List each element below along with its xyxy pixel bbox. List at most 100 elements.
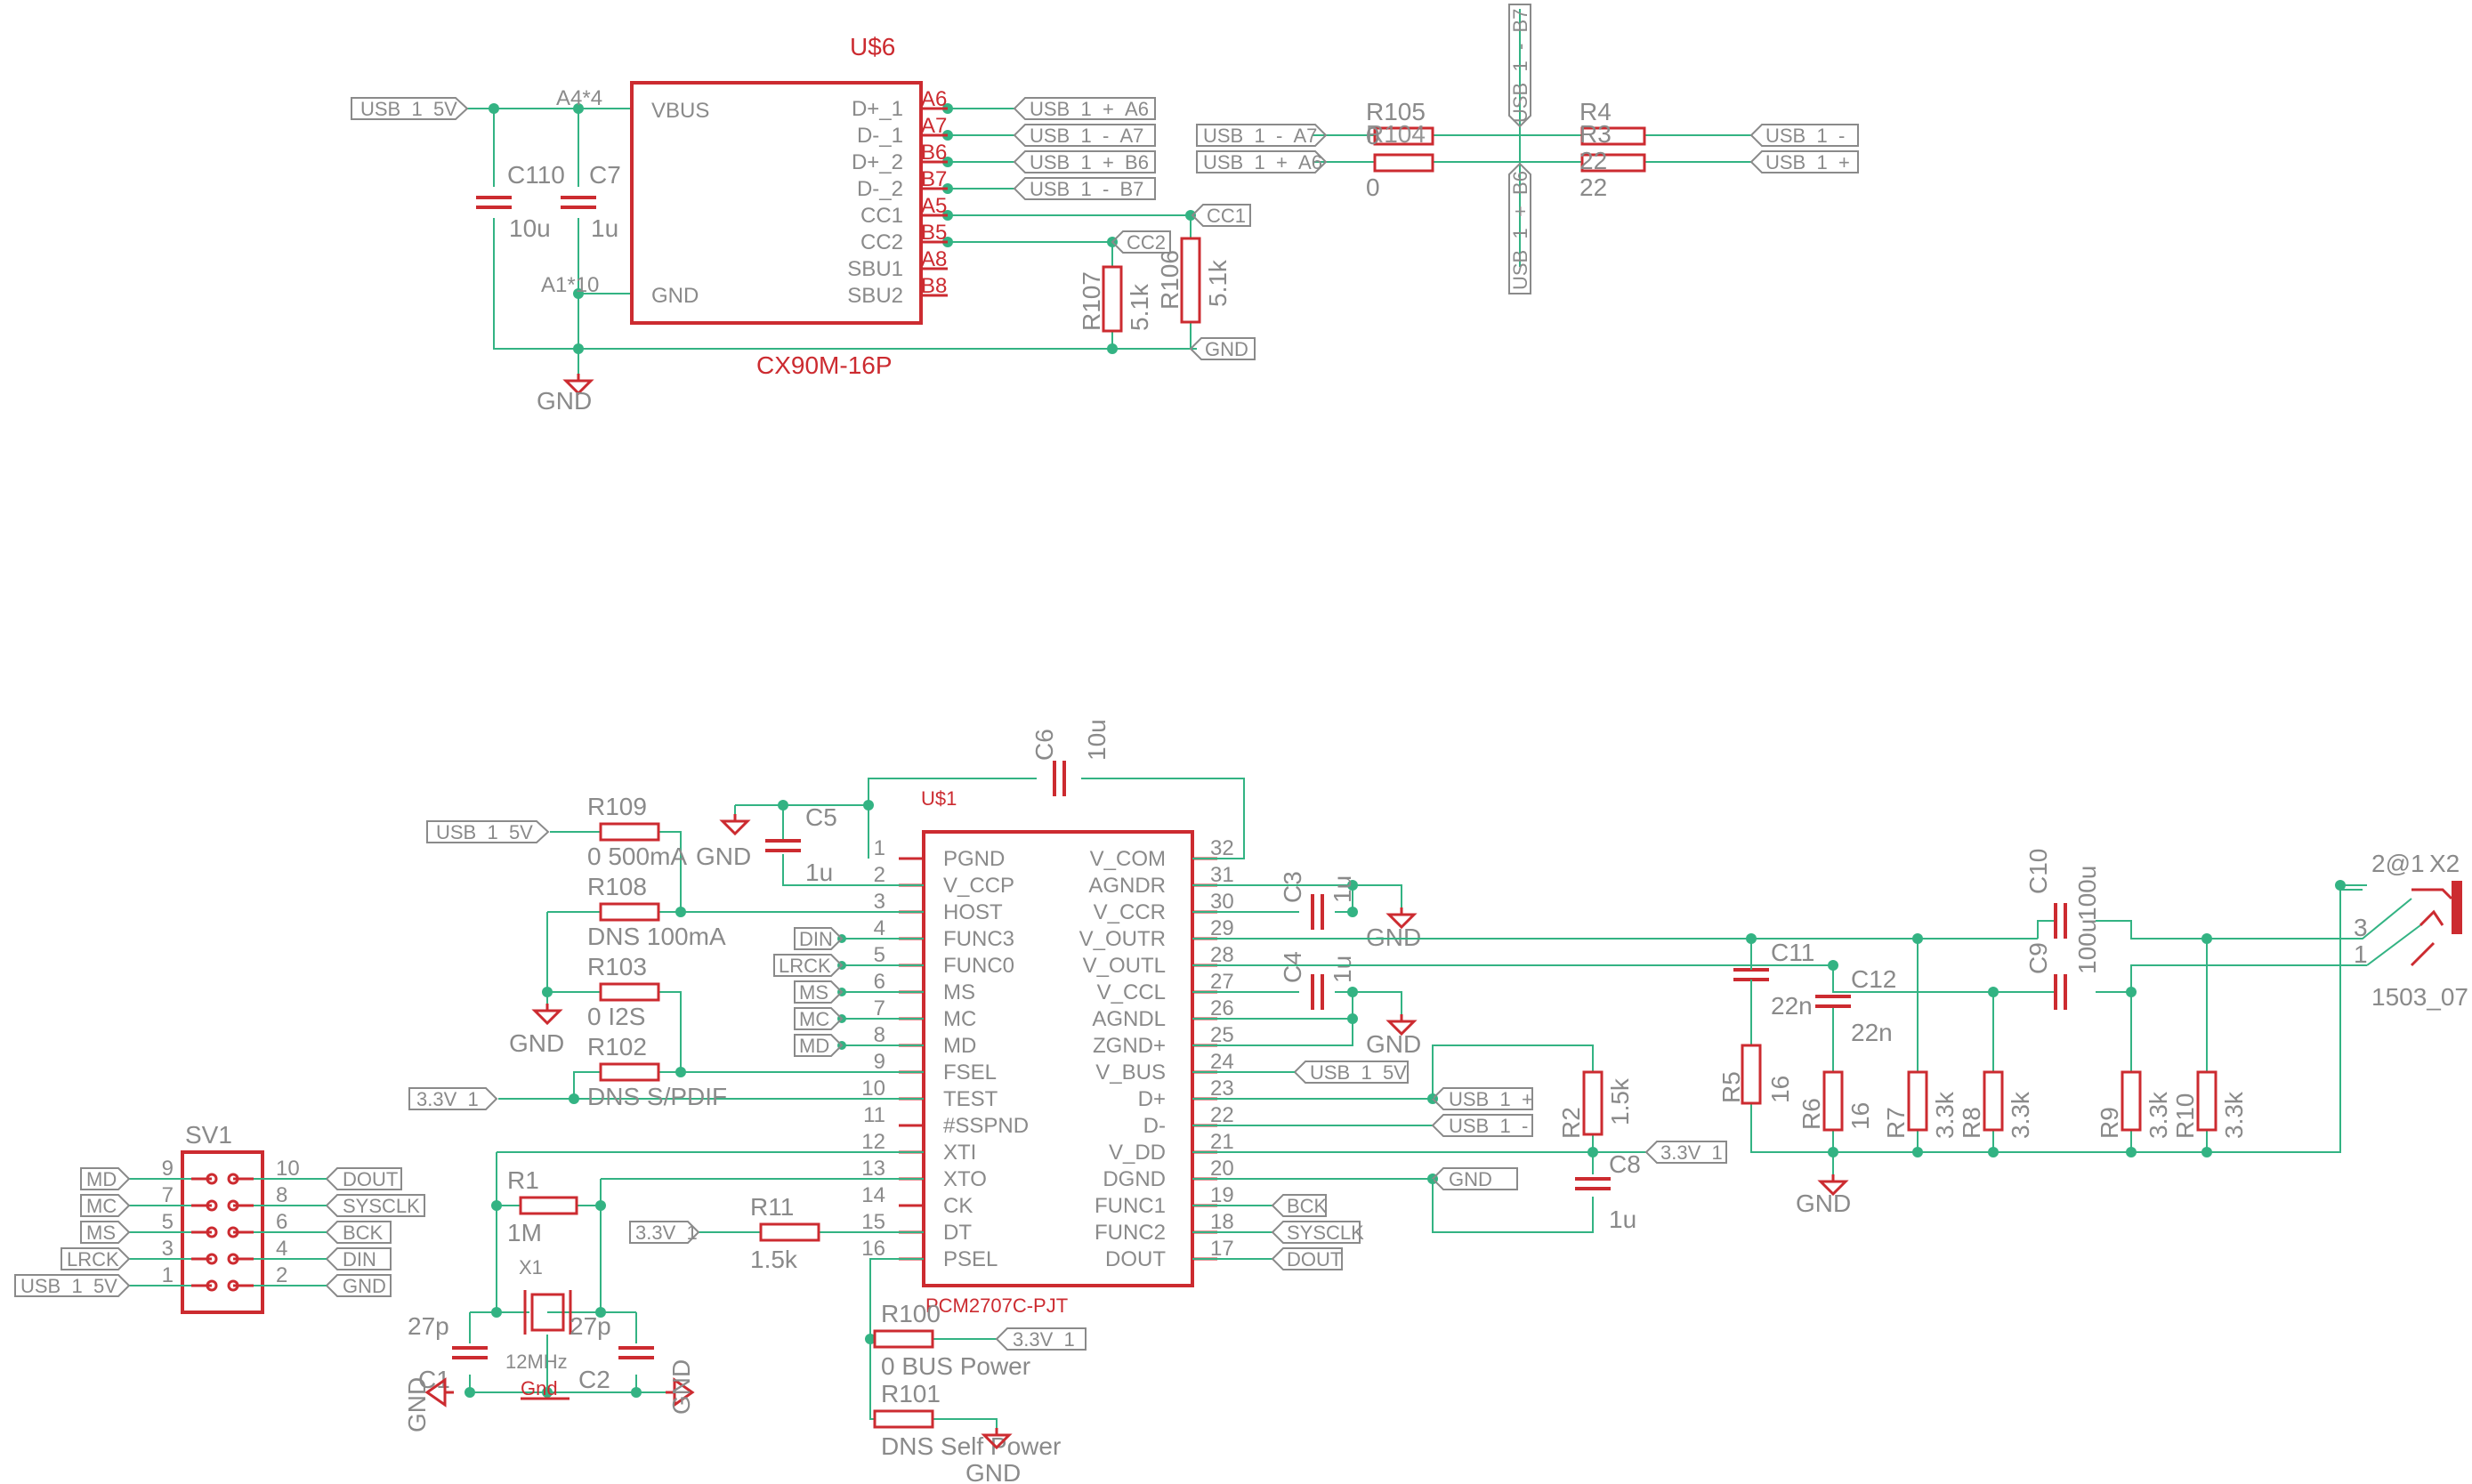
u6-pin-num: B8 xyxy=(921,274,947,298)
u1-pin-label: V_BUS xyxy=(1095,1061,1166,1085)
r101-value: DNS Self Power xyxy=(881,1432,1061,1460)
net-flag-bck: BCK xyxy=(1287,1195,1328,1217)
sv1-pin-num: 2 xyxy=(276,1263,287,1287)
gnd-label-top: GND xyxy=(537,387,592,415)
r109-name: R109 xyxy=(587,793,647,820)
u1-pin-label: MS xyxy=(943,980,975,1004)
r106-name: R106 xyxy=(1156,250,1183,310)
c4-name: C4 xyxy=(1279,951,1306,983)
u1-pin-num: 17 xyxy=(1210,1237,1234,1261)
u1-pin-num: 30 xyxy=(1210,890,1234,914)
u1-pin-label: FUNC0 xyxy=(943,954,1014,978)
u1-pin-num: 14 xyxy=(861,1183,885,1207)
c12-name: C12 xyxy=(1851,965,1896,993)
u6-part: CX90M-16P xyxy=(756,351,893,379)
net-flag-usbplus: USB_1_+ xyxy=(1449,1088,1533,1110)
sv1-pin-num: 4 xyxy=(276,1237,287,1261)
u1-pin-num: 26 xyxy=(1210,996,1234,1020)
u6-gnd-label: GND xyxy=(651,284,699,308)
r104-name: R104 xyxy=(1366,120,1426,148)
u1-pin-label: #SSPND xyxy=(943,1114,1029,1138)
u1-pin-num: 6 xyxy=(874,970,885,994)
c11-name: C11 xyxy=(1771,939,1814,966)
u1-pin-label: DGND xyxy=(1103,1167,1166,1191)
sv1-left-net: LRCK xyxy=(67,1248,119,1270)
r106-value: 5.1k xyxy=(1204,259,1232,307)
r104-value: 0 xyxy=(1366,173,1380,201)
x1-gnd-label: Gnd xyxy=(521,1377,558,1399)
sv1-left-net: MC xyxy=(86,1195,117,1217)
sv1-pin-num: 5 xyxy=(162,1210,174,1234)
net-flag-cc1: CC1 xyxy=(1207,205,1246,227)
u1-pin-num: 27 xyxy=(1210,970,1234,994)
u1-pin-num: 32 xyxy=(1210,836,1234,860)
u1-pin-label: D+ xyxy=(1138,1087,1166,1111)
net-flag-u6: USB_1_-_B7 xyxy=(1030,178,1143,200)
u6-pin-label: SBU2 xyxy=(847,284,903,308)
u1-pin-label: V_COM xyxy=(1090,847,1166,871)
r105-name: R105 xyxy=(1366,98,1426,125)
u1-pin-num: 3 xyxy=(874,890,885,914)
u1-pin-label: ZGND+ xyxy=(1093,1034,1166,1058)
net-flag-usbplus-top: USB_1_+ xyxy=(1765,151,1850,173)
gnd-label-c3: GND xyxy=(1366,923,1421,951)
u1-pin-label: DOUT xyxy=(1105,1247,1166,1271)
u1-pin-num: 5 xyxy=(874,943,885,967)
u6-body xyxy=(630,81,923,325)
u1-pin-num: 15 xyxy=(861,1210,885,1234)
u1-pin-label: MD xyxy=(943,1034,976,1058)
u6-pin-num: B7 xyxy=(921,167,947,191)
u1-pin-label: V_DD xyxy=(1109,1141,1166,1165)
r103-name: R103 xyxy=(587,953,647,980)
r4-value: 22 xyxy=(1579,147,1607,174)
x1-value: 12MHz xyxy=(505,1351,568,1373)
u1-pin-num: 1 xyxy=(874,836,885,860)
r103-value: 0 I2S xyxy=(587,1003,645,1030)
r101-name: R101 xyxy=(881,1380,941,1407)
x2-part: 1503_07 xyxy=(2371,983,2468,1011)
u6-pin-label: SBU1 xyxy=(847,257,903,281)
r102-name: R102 xyxy=(587,1033,647,1061)
r2-value: 1.5k xyxy=(1606,1077,1634,1125)
sv1-left-net: MS xyxy=(86,1222,116,1244)
u6-name: U$6 xyxy=(850,33,895,60)
u1-pin-label: DT xyxy=(943,1221,972,1245)
u1-pin-num: 25 xyxy=(1210,1023,1234,1047)
u1-part: PCM2707C-PJT xyxy=(925,1294,1068,1317)
c2-name: C2 xyxy=(578,1366,610,1393)
u1-pin-num: 19 xyxy=(1210,1183,1234,1207)
sv1-left-net: USB_1_5V xyxy=(20,1275,117,1297)
u1-pin-num: 22 xyxy=(1210,1103,1234,1127)
net-flag-b6: USB_1_+_B6 xyxy=(1509,171,1531,290)
r10-value: 3.3k xyxy=(2220,1091,2248,1139)
net-flag-u6: USB_1_+_A6 xyxy=(1030,98,1149,120)
sv1-pin-num: 6 xyxy=(276,1210,287,1234)
c9-name: C9 xyxy=(2024,942,2052,974)
u1-pin-label: XTI xyxy=(943,1141,976,1165)
r108-name: R108 xyxy=(587,873,647,900)
sv1-right-net: DIN xyxy=(343,1248,376,1270)
u1-pin-label: V_CCL xyxy=(1097,980,1166,1004)
u6-pin-label: D+_2 xyxy=(852,150,903,174)
u1-pin-num: 16 xyxy=(861,1237,885,1261)
u1-pin-label: XTO xyxy=(943,1167,987,1191)
c10-value: 100u xyxy=(2073,866,2101,921)
sv1-pin-num: 9 xyxy=(162,1157,174,1181)
net-flag-usb5v-r109: USB_1_5V xyxy=(436,821,533,843)
sv1-right-net: BCK xyxy=(343,1222,384,1244)
u1-pin-num: 4 xyxy=(874,916,885,940)
net-flag-b7: USB_1_-_B7 xyxy=(1509,9,1531,123)
r3-name: R3 xyxy=(1579,120,1612,148)
sv1-pin-num: 7 xyxy=(162,1183,174,1207)
r5-name: R5 xyxy=(1717,1071,1745,1103)
u1-pin-label: CK xyxy=(943,1194,973,1218)
sv1-left-net: MD xyxy=(86,1168,117,1190)
u1-pin-num: 9 xyxy=(874,1050,885,1074)
u1-pin-label: TEST xyxy=(943,1087,998,1111)
c9-value: 100u xyxy=(2073,919,2101,974)
sv1-pin-num: 3 xyxy=(162,1237,174,1261)
gnd-label-c4: GND xyxy=(1366,1030,1421,1058)
